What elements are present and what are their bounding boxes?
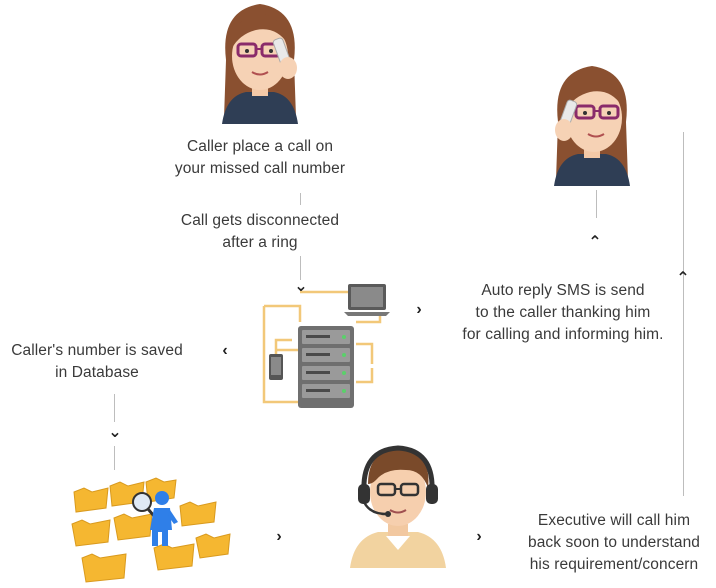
step1-line2: your missed call number [174,160,346,177]
step1-text: Caller place a call on your missed call … [160,136,360,180]
chevron-up-icon-right: ⌃ [676,270,690,287]
connector-line-right [683,132,684,496]
step3-text: Auto reply SMS is send to the caller tha… [450,280,676,346]
chevron-right-icon-server: › [416,301,422,318]
step2-text: Call gets disconnected after a ring [160,210,360,254]
connector-line-top [300,193,301,205]
step2-line2: after a ring [222,234,298,251]
step3-line2: to the caller thanking him [475,304,651,321]
server-network-icon [262,284,390,408]
folder-search-icon [71,477,231,583]
step5-text: Executive will call him back soon to und… [516,510,712,576]
step5-line2: back soon to understand [527,534,701,551]
call-center-executive-icon [350,445,446,568]
chevron-right-icon-folder: › [276,528,282,545]
connector-line-folder [114,446,115,470]
step5-line3: his requirement/concern [529,556,699,573]
chevron-down-icon-step2: ⌄ [294,278,308,295]
connector-line-step2 [300,256,301,280]
step3-line3: for calling and informing him. [462,326,664,343]
chevron-right-icon-executive: › [476,528,482,545]
step5-line1: Executive will call him [537,512,691,529]
woman-on-phone-icon [222,4,298,124]
chevron-up-icon-sms: ⌃ [588,234,602,251]
connector-line-sms [596,190,597,218]
step1-line1: Caller place a call on [186,138,334,155]
step4-line2: in Database [55,364,139,381]
step2-line1: Call gets disconnected [180,212,340,229]
chevron-down-icon-db: ⌄ [108,424,122,441]
step4-text: Caller's number is saved in Database [2,340,192,384]
step3-line1: Auto reply SMS is send [481,282,645,299]
woman-on-phone-icon-sms [554,66,630,186]
chevron-left-icon-db: ‹ [222,342,228,359]
step4-line1: Caller's number is saved [11,342,183,359]
connector-line-left [114,394,115,422]
